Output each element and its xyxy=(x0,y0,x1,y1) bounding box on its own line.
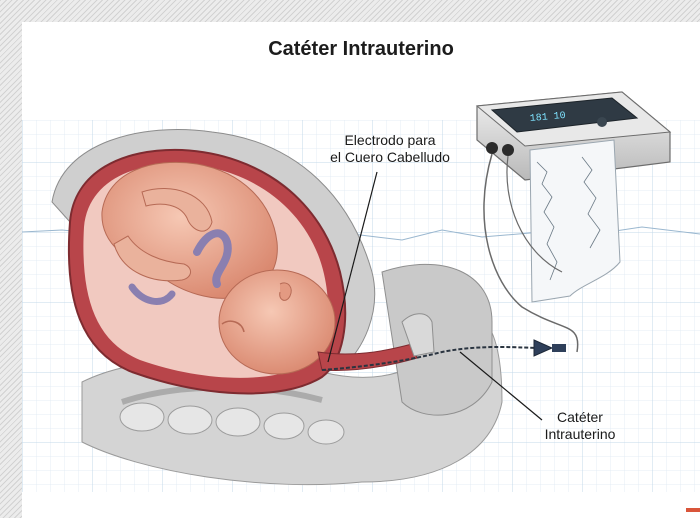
scalp-electrode-label-line1: Electrodo para xyxy=(310,132,470,149)
catheter-label: Catéter Intrauterino xyxy=(530,409,630,443)
catheter-label-line1: Catéter xyxy=(530,409,630,426)
scalp-electrode-label: Electrodo para el Cuero Cabelludo xyxy=(310,132,470,166)
corner-accent-mark xyxy=(686,508,700,512)
medical-illustration: 181 10 xyxy=(22,22,700,518)
illustration-panel: 181 10 Catéter Intrauterino Electrodo pa… xyxy=(22,22,700,518)
hatched-border-left xyxy=(0,0,22,518)
catheter-label-line2: Intrauterino xyxy=(530,426,630,443)
hatched-border-top xyxy=(0,0,700,22)
page-title: Catéter Intrauterino xyxy=(22,38,700,61)
scalp-electrode-label-line2: el Cuero Cabelludo xyxy=(310,149,470,166)
